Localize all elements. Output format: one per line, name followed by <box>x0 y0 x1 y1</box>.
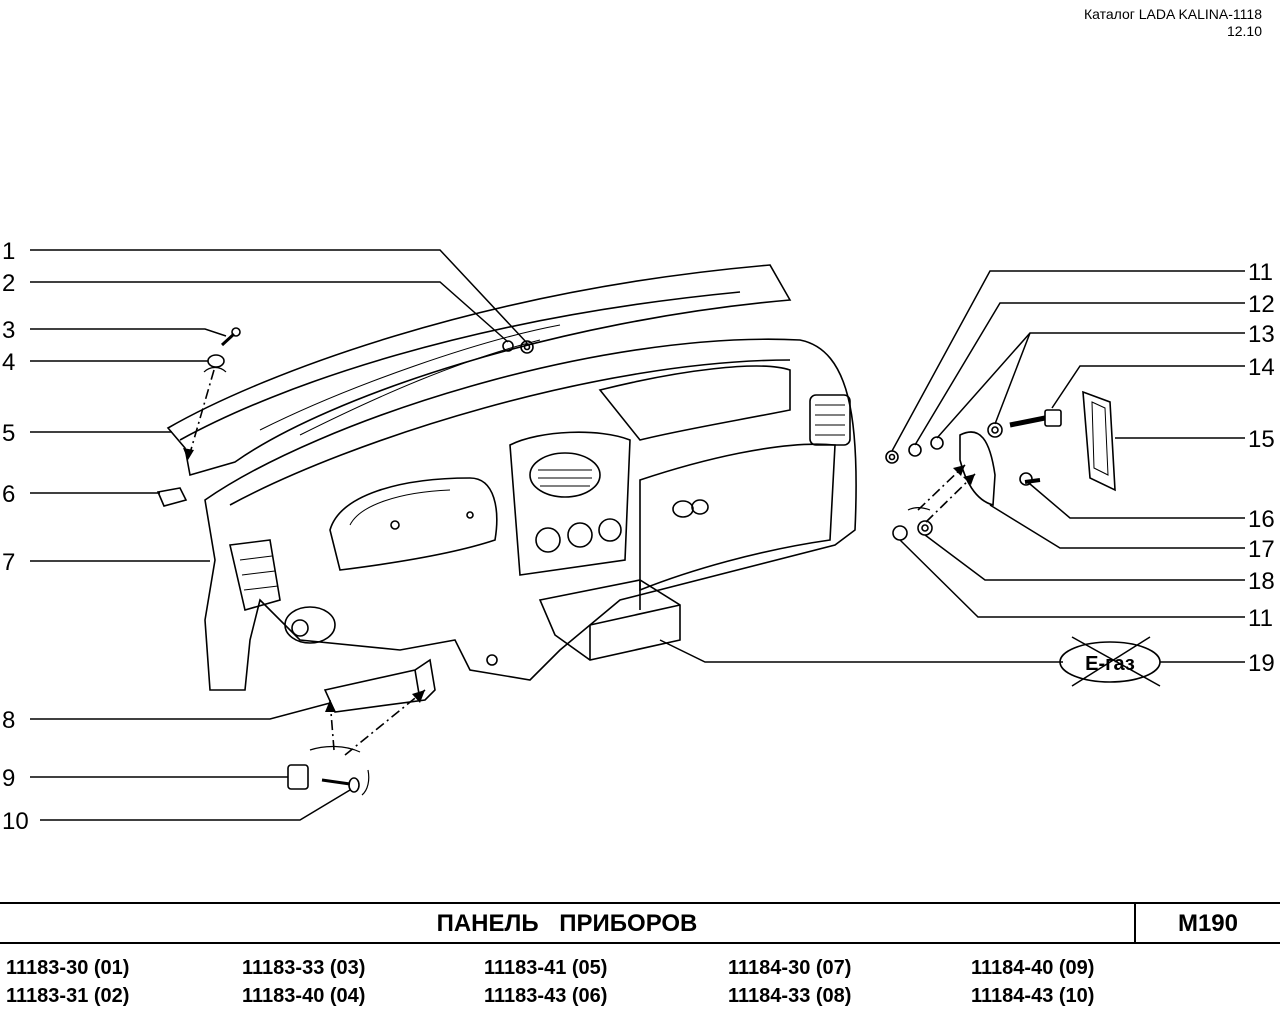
leader-lines <box>30 249 1245 821</box>
callout-5: 5 <box>2 420 15 447</box>
catalog-date: 12.10 <box>1226 23 1262 39</box>
callout-11-top: 11 <box>1248 259 1273 286</box>
callout-17: 17 <box>1248 536 1275 563</box>
page-title: ПАНЕЛЬ ПРИБОРОВ <box>436 910 698 937</box>
callout-12: 12 <box>1248 291 1275 318</box>
model-code: 11183-41 (05) <box>484 957 608 979</box>
model-code: 11184-43 (10) <box>971 985 1095 1007</box>
dashboard-exploded-diagram: E-газ 1 2 3 4 5 6 7 8 9 10 11 12 13 14 1… <box>2 238 1275 835</box>
callout-18: 18 <box>1248 568 1275 595</box>
storage-box <box>538 579 681 661</box>
callout-11-bottom: 11 <box>1248 605 1273 632</box>
callouts-right: 11 12 13 14 15 16 17 18 11 19 <box>1248 259 1275 677</box>
callout-4: 4 <box>2 349 15 376</box>
callout-8: 8 <box>2 707 15 734</box>
callout-16: 16 <box>1248 506 1275 533</box>
callout-19: 19 <box>1248 650 1275 677</box>
model-code: 11183-33 (03) <box>242 957 366 979</box>
callout-6: 6 <box>2 481 15 508</box>
callout-9: 9 <box>2 765 15 792</box>
title-bar: ПАНЕЛЬ ПРИБОРОВ M190 <box>0 902 1280 944</box>
callouts-left: 1 2 3 4 5 6 7 8 9 10 <box>2 238 29 835</box>
arrow-heads <box>183 448 975 712</box>
callout-7: 7 <box>2 549 15 576</box>
model-code: 11183-40 (04) <box>242 985 366 1007</box>
callout-13: 13 <box>1248 321 1275 348</box>
model-code: 11183-43 (06) <box>484 985 608 1007</box>
model-code: 11184-40 (09) <box>971 957 1095 979</box>
callout-15: 15 <box>1248 426 1275 453</box>
catalog-header: Каталог LADA KALINA-1118 12.10 <box>1084 6 1262 40</box>
egas-symbol: E-газ <box>1059 636 1161 687</box>
lower-trim-panel <box>323 658 436 713</box>
catalog-name: Каталог LADA KALINA-1118 <box>1083 6 1262 22</box>
model-code: 11184-30 (07) <box>728 957 852 979</box>
small-fasteners <box>156 327 1116 793</box>
main-dashboard-body <box>204 338 857 691</box>
callout-10: 10 <box>2 808 29 835</box>
egas-label: E-газ <box>1085 653 1135 675</box>
model-code: 11183-31 (02) <box>6 985 130 1007</box>
assembly-arrows <box>187 369 976 756</box>
callout-2: 2 <box>2 270 15 297</box>
model-code: 11184-33 (08) <box>728 985 852 1007</box>
callout-14: 14 <box>1248 354 1275 381</box>
model-code: 11183-30 (01) <box>6 957 130 979</box>
selection-arcs <box>203 366 931 796</box>
callout-3: 3 <box>2 317 15 344</box>
section-code: M190 <box>1134 904 1280 942</box>
callout-1: 1 <box>2 238 15 265</box>
upper-trim-panel <box>166 264 792 477</box>
